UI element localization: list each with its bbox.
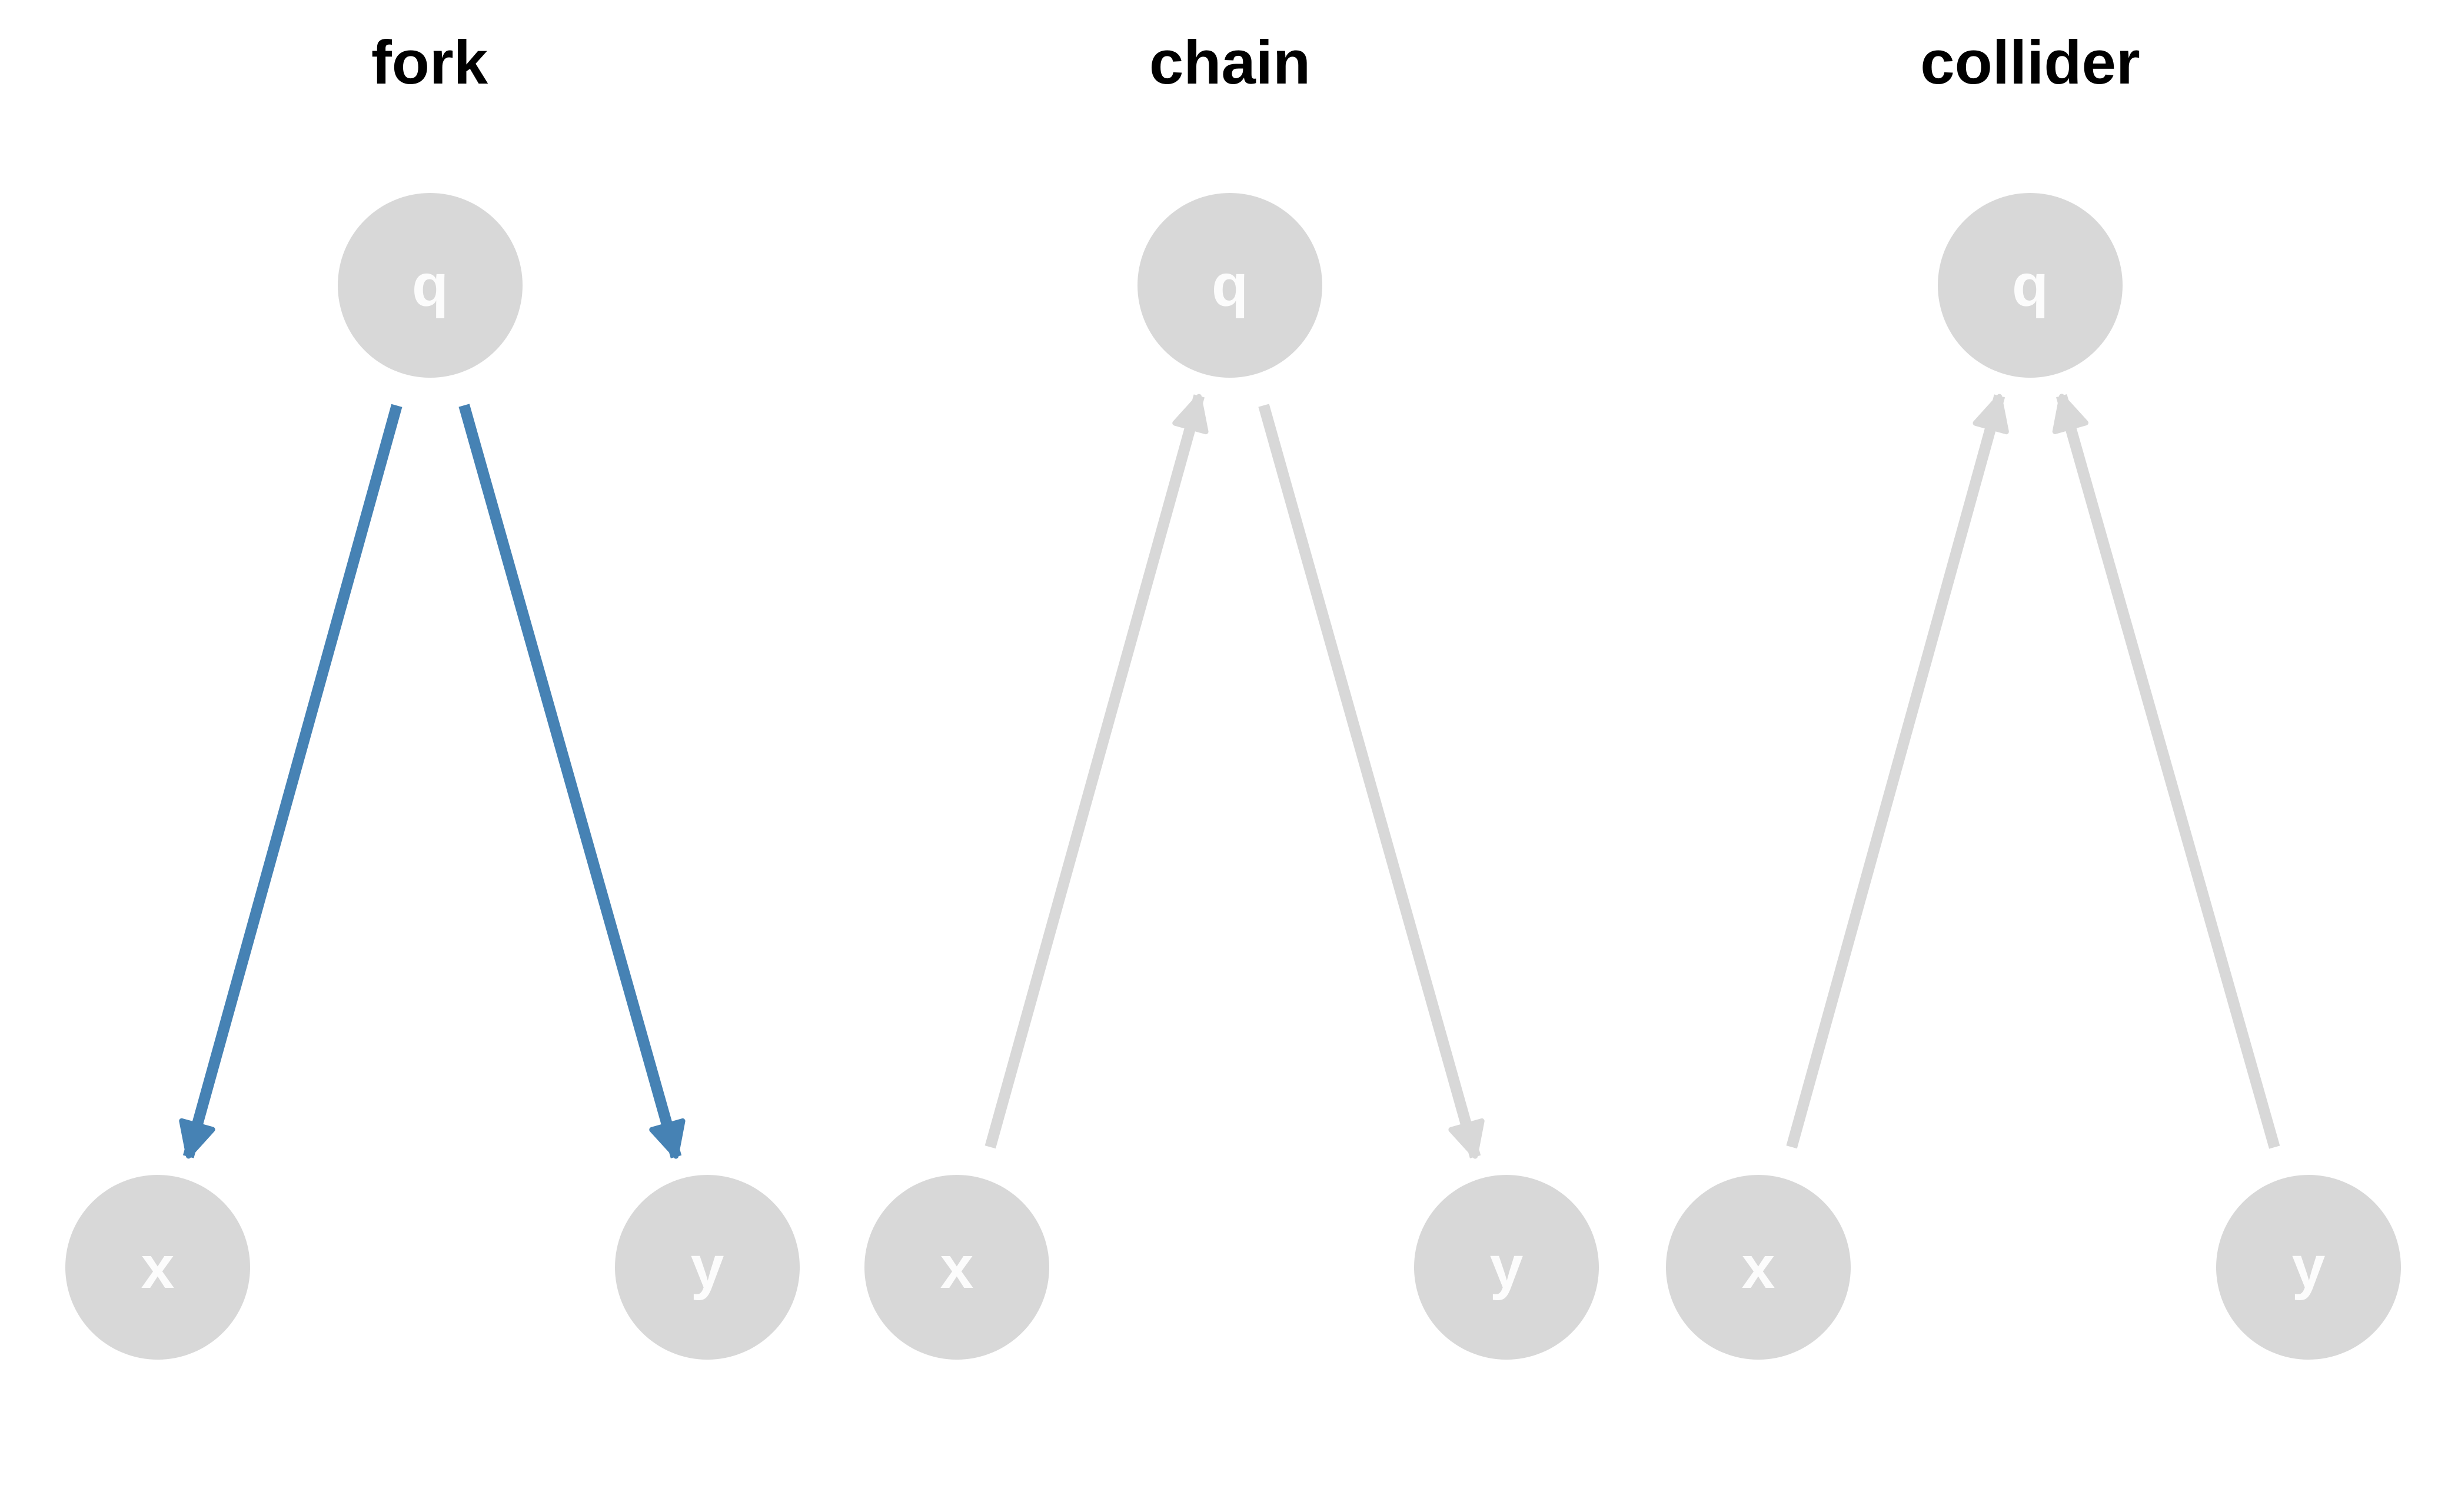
edge-collider-y-to-q (2052, 394, 2280, 1149)
node-label-collider-q: q (2012, 252, 2048, 319)
nodes-layer (65, 193, 2401, 1360)
node-fork-q (338, 193, 523, 378)
node-label-chain-x: x (940, 1234, 974, 1301)
edge-chain-q-to-y (1258, 404, 1485, 1159)
node-label-collider-x: x (1742, 1234, 1775, 1301)
panel-title-fork: fork (371, 28, 488, 97)
node-label-fork-x: x (141, 1234, 175, 1301)
node-label-fork-y: y (691, 1234, 724, 1301)
node-label-chain-y: y (1490, 1234, 1524, 1301)
node-labels-layer: q x y q x y q x y (141, 252, 2326, 1301)
edge-collider-x-to-q (1786, 394, 2009, 1149)
edges-layer (179, 394, 2280, 1159)
node-collider-x (1666, 1175, 1851, 1360)
node-collider-y (2216, 1175, 2401, 1360)
panel-titles-layer: fork chain collider (371, 28, 2140, 97)
edge-fork-q-to-y (458, 404, 686, 1159)
edge-chain-x-to-q (984, 394, 1209, 1149)
node-label-collider-y: y (2292, 1234, 2326, 1301)
node-fork-y (615, 1175, 800, 1360)
node-chain-y (1414, 1175, 1599, 1360)
node-fork-x (65, 1175, 250, 1360)
node-chain-x (864, 1175, 1049, 1360)
node-collider-q (1938, 193, 2123, 378)
edge-fork-q-to-x (179, 404, 403, 1159)
panel-title-chain: chain (1149, 28, 1311, 97)
node-label-chain-q: q (1212, 252, 1248, 319)
node-chain-q (1137, 193, 1322, 378)
panel-title-collider: collider (1920, 28, 2140, 97)
node-label-fork-q: q (412, 252, 448, 319)
